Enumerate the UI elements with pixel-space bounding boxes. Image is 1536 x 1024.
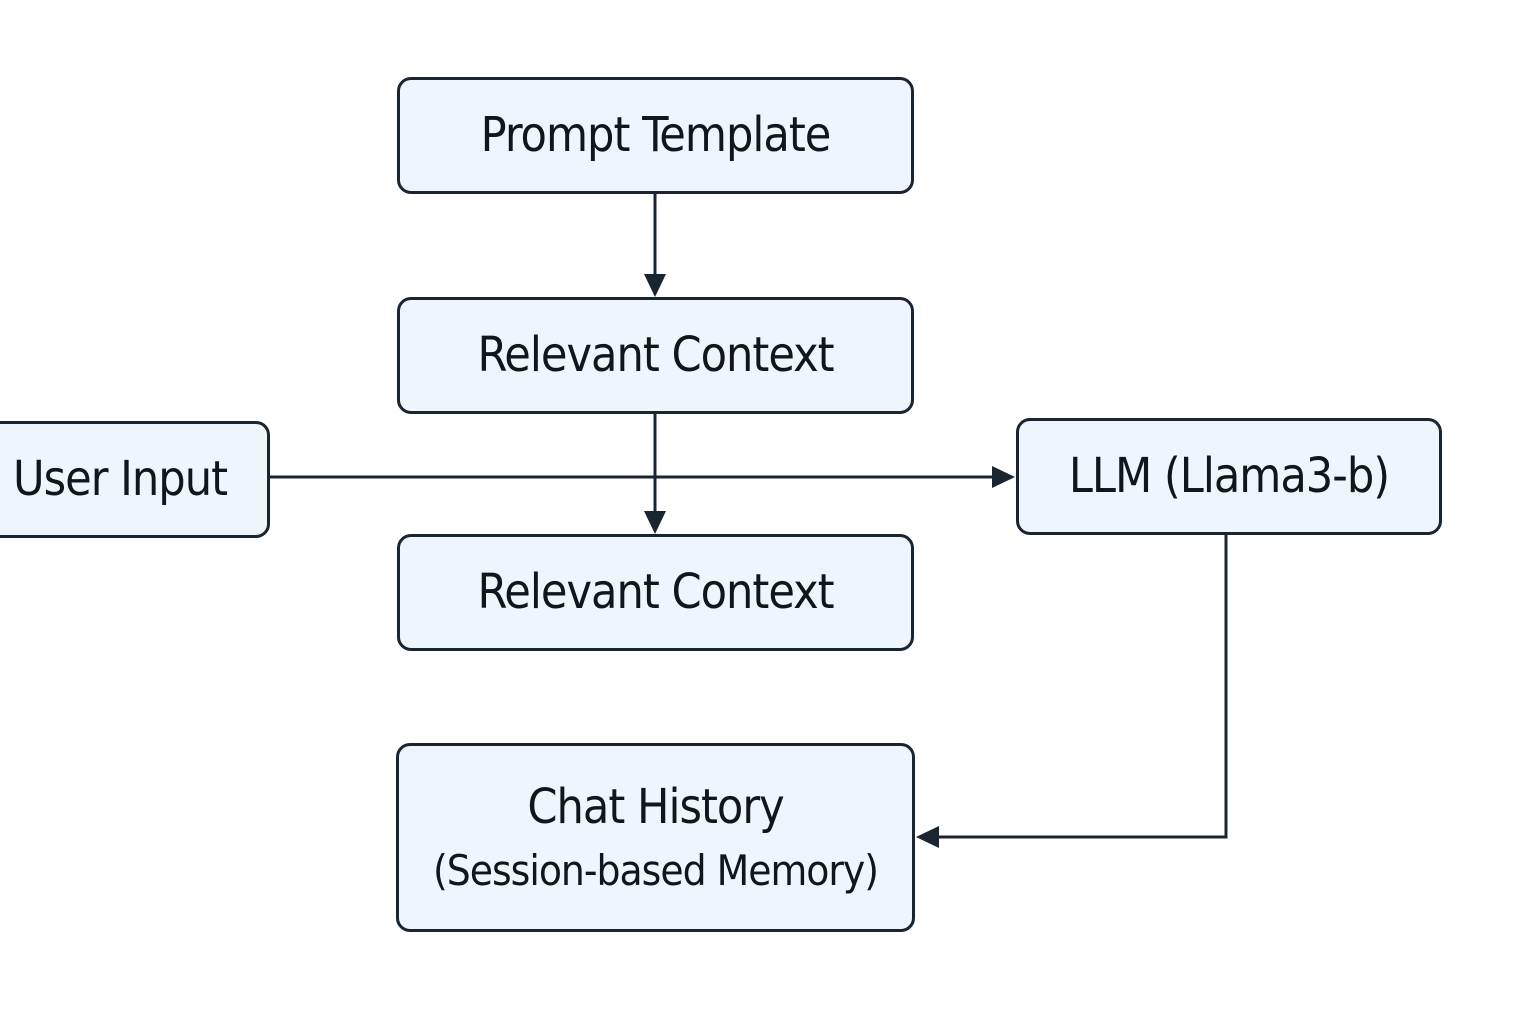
arrowhead-icon <box>644 511 666 534</box>
arrowhead-icon <box>992 466 1015 488</box>
node-label: Relevant Context <box>477 564 834 621</box>
node-relevant-context-2: Relevant Context <box>397 534 914 651</box>
node-llm: LLM (Llama3-b) <box>1016 418 1442 535</box>
node-sublabel: (Session-based Memory) <box>432 845 879 895</box>
node-label: Chat History <box>527 779 784 835</box>
arrowhead-icon <box>916 826 939 848</box>
node-label: LLM (Llama3-b) <box>1068 448 1390 505</box>
node-label: Relevant Context <box>477 327 834 384</box>
edge-context-to-context <box>644 414 666 534</box>
node-user-input: User Input <box>0 421 270 538</box>
node-prompt-template: Prompt Template <box>397 77 914 194</box>
node-label: User Input <box>13 451 228 508</box>
node-label: Prompt Template <box>480 107 832 164</box>
node-relevant-context-1: Relevant Context <box>397 297 914 414</box>
arrowhead-icon <box>644 274 666 297</box>
edge-user-to-llm <box>270 466 1015 488</box>
edge-prompt-to-context <box>644 194 666 297</box>
node-chat-history: Chat History (Session-based Memory) <box>396 743 915 932</box>
edge-llm-to-history <box>916 535 1228 848</box>
